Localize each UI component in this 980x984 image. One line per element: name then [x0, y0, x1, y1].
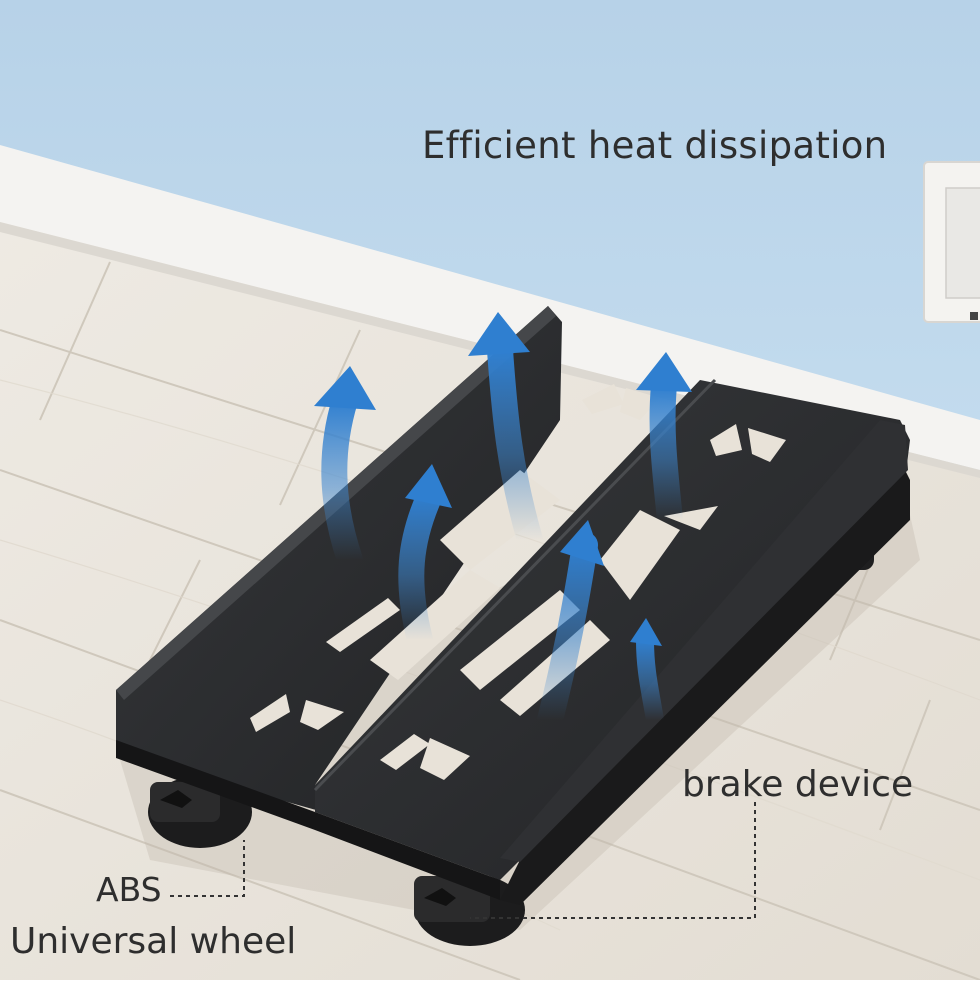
- callout-leaders: [170, 802, 756, 919]
- abs-callout: ABS: [96, 870, 162, 909]
- universal-wheel-callout: Universal wheel: [10, 921, 297, 962]
- power-outlet-icon: [923, 161, 980, 323]
- brake-device-callout: brake device: [682, 764, 914, 805]
- headline: Efficient heat dissipation: [422, 124, 888, 167]
- airflow-arrow-icon: [321, 337, 683, 733]
- vent-cutouts: [250, 384, 786, 780]
